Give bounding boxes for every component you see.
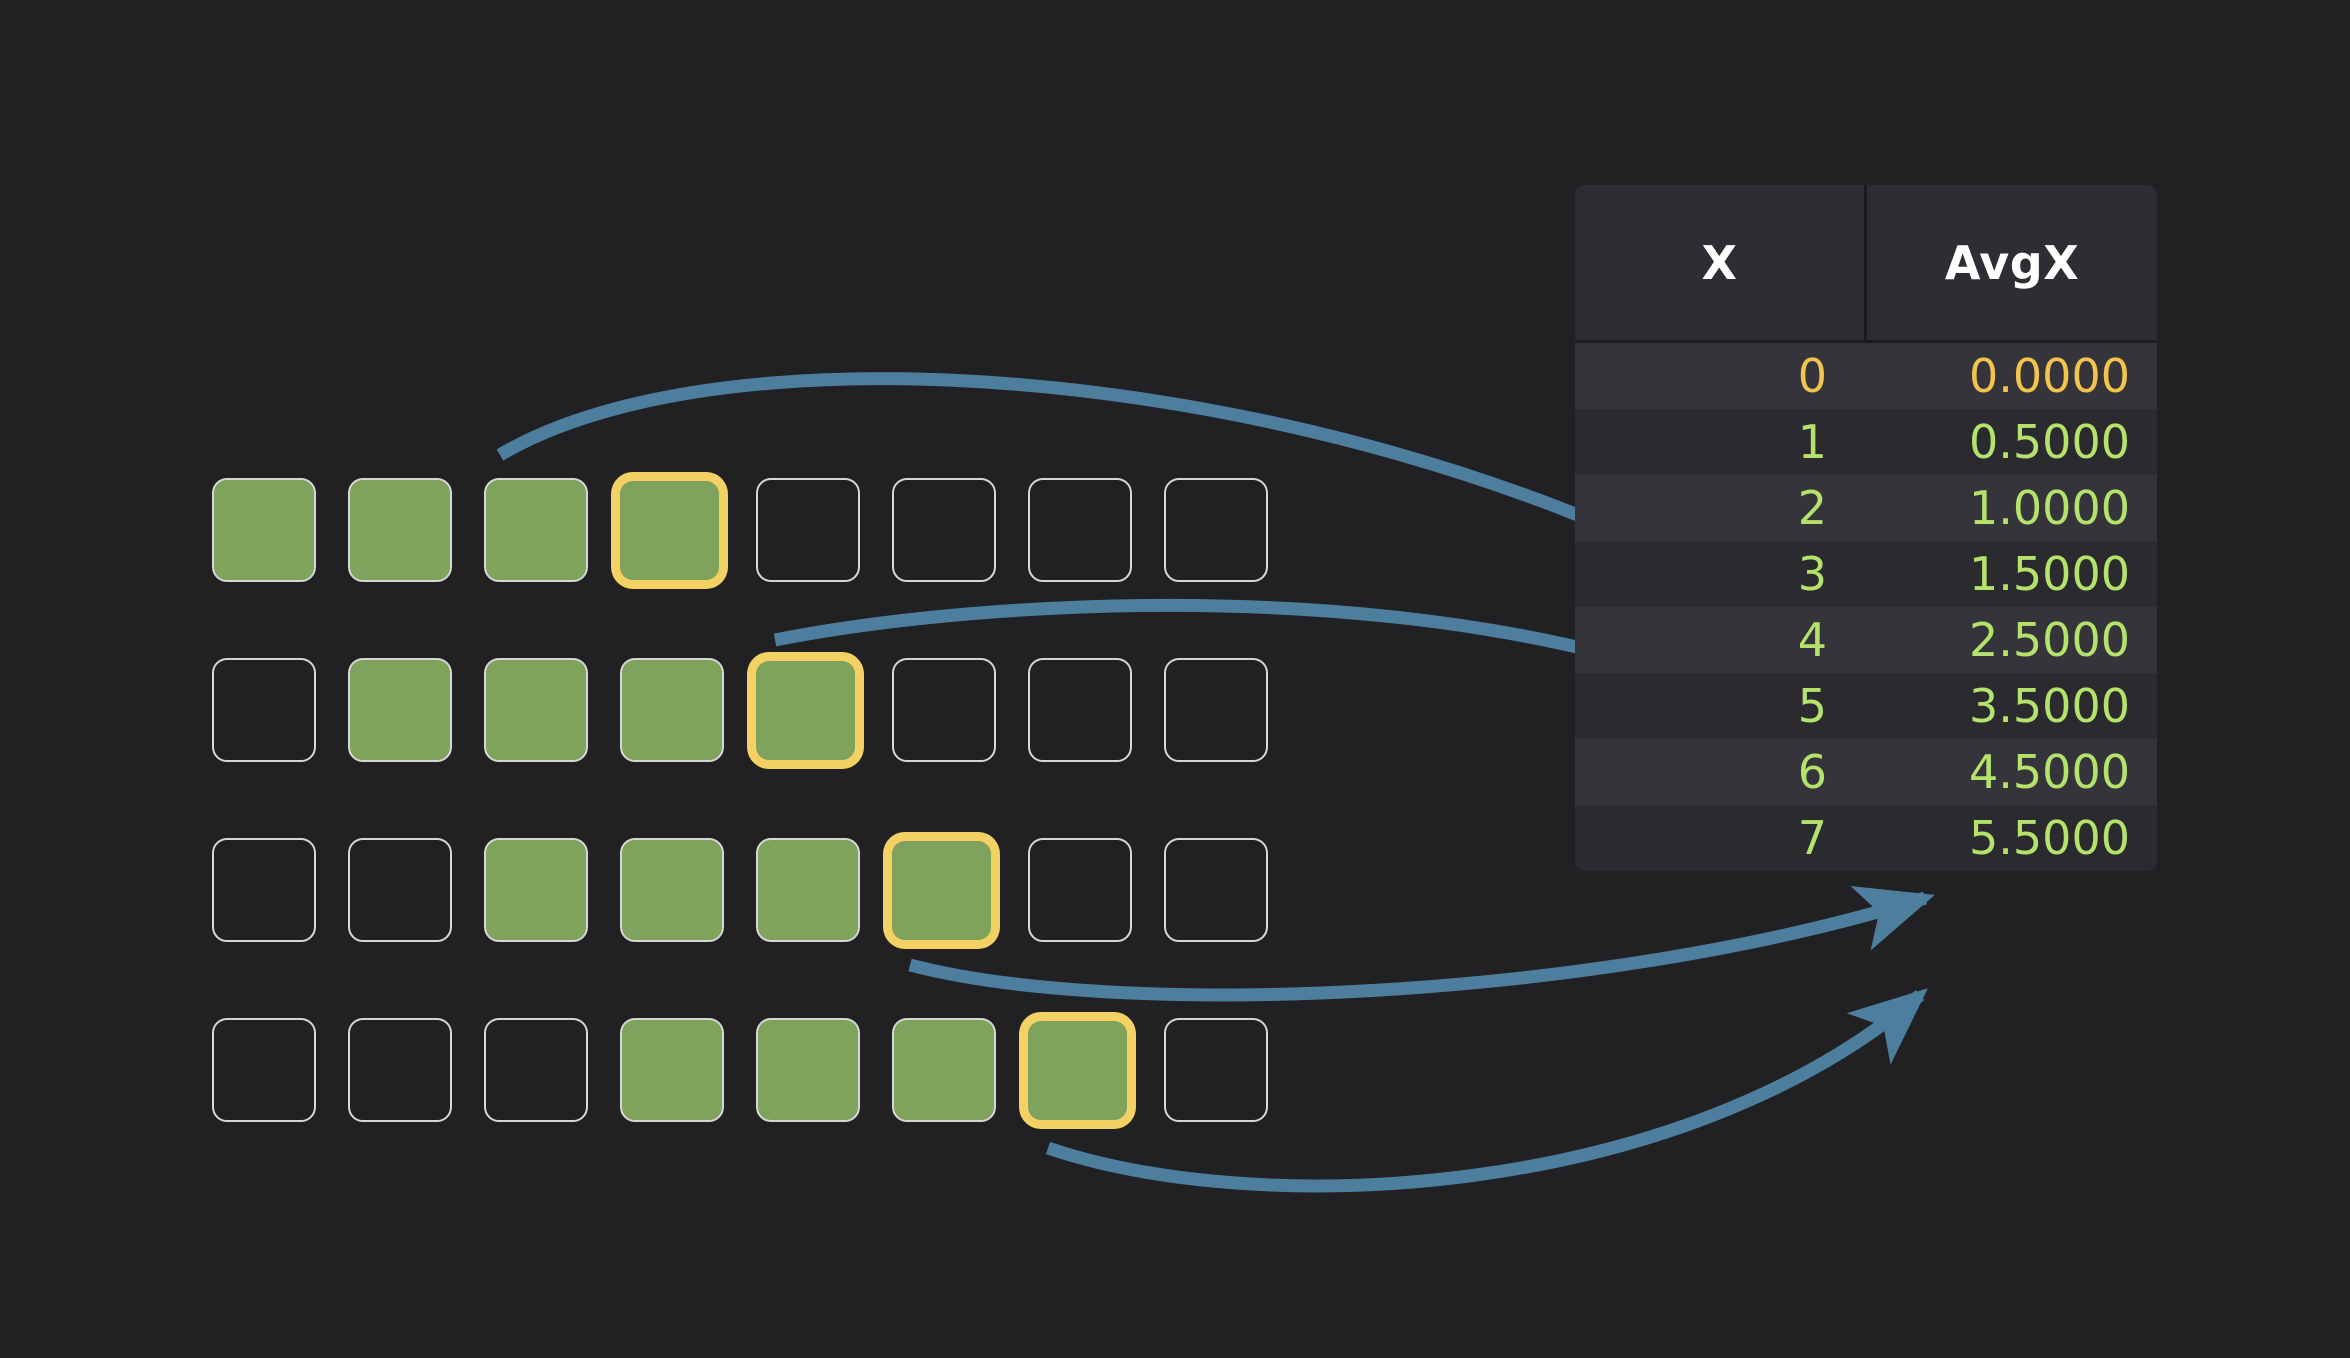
table-body: 0 0.0000 1 0.5000 2 1.0000 3 1.5000 4 2.5000 5 3.50… [1575,343,2157,871]
cell-avgx: 0.5000 [1969,415,2130,469]
window-cell-empty[interactable] [892,478,996,582]
window-cell-filled[interactable] [484,838,588,942]
window-cell-highlighted[interactable] [892,841,991,940]
window-row [212,658,1282,766]
cell-avgx: 0.0000 [1969,349,2130,403]
window-cell-filled[interactable] [348,478,452,582]
cell-avgx: 1.5000 [1969,547,2130,601]
cell-avgx: 3.5000 [1969,679,2130,733]
table-row[interactable]: 4 2.5000 [1575,607,2157,673]
window-cell-empty[interactable] [484,1018,588,1122]
window-cell-filled[interactable] [620,1018,724,1122]
window-cell-empty[interactable] [1164,1018,1268,1122]
table-row[interactable]: 0 0.0000 [1575,343,2157,409]
window-cell-highlighted[interactable] [620,481,719,580]
window-cell-highlighted[interactable] [756,661,855,760]
window-cell-filled[interactable] [756,1018,860,1122]
window-cell-filled[interactable] [212,478,316,582]
cell-x: 1 [1797,415,1827,469]
column-header-avgx[interactable]: AvgX [1944,235,2080,290]
cell-x: 5 [1797,679,1827,733]
cell-x: 7 [1797,811,1827,865]
cell-x: 4 [1797,613,1827,667]
sliding-window-grid [212,478,1282,1178]
window-cell-filled[interactable] [620,658,724,762]
window-cell-filled[interactable] [348,658,452,762]
window-cell-empty[interactable] [1028,658,1132,762]
window-cell-empty[interactable] [212,838,316,942]
window-cell-filled[interactable] [484,658,588,762]
column-header-x[interactable]: X [1575,185,1867,340]
window-cell-empty[interactable] [892,658,996,762]
window-row [212,478,1282,586]
cell-x: 6 [1797,745,1827,799]
window-cell-empty[interactable] [348,1018,452,1122]
window-cell-empty[interactable] [348,838,452,942]
table-row[interactable]: 5 3.5000 [1575,673,2157,739]
table-row[interactable]: 2 1.0000 [1575,475,2157,541]
window-cell-empty[interactable] [1028,838,1132,942]
window-cell-empty[interactable] [756,478,860,582]
table-header-row: X AvgX [1575,185,2157,343]
window-cell-empty[interactable] [1028,478,1132,582]
window-cell-filled[interactable] [620,838,724,942]
window-cell-empty[interactable] [212,1018,316,1122]
window-row [212,1018,1282,1126]
window-row [212,838,1282,946]
cell-avgx: 5.5000 [1969,811,2130,865]
cell-avgx: 1.0000 [1969,481,2130,535]
cell-avgx: 4.5000 [1969,745,2130,799]
table-row[interactable]: 1 0.5000 [1575,409,2157,475]
window-cell-empty[interactable] [1164,658,1268,762]
window-cell-empty[interactable] [1164,838,1268,942]
table-row[interactable]: 7 5.5000 [1575,805,2157,871]
window-cell-empty[interactable] [212,658,316,762]
cell-avgx: 2.5000 [1969,613,2130,667]
window-cell-filled[interactable] [892,1018,996,1122]
cell-x: 0 [1797,349,1827,403]
cell-x: 2 [1797,481,1827,535]
result-table: X AvgX 0 0.0000 1 0.5000 2 1.0000 3 1.5000 4 2.50… [1575,185,2157,871]
window-cell-highlighted[interactable] [1028,1021,1127,1120]
table-row[interactable]: 6 4.5000 [1575,739,2157,805]
window-cell-empty[interactable] [1164,478,1268,582]
window-cell-filled[interactable] [484,478,588,582]
window-cell-filled[interactable] [756,838,860,942]
cell-x: 3 [1797,547,1827,601]
table-row[interactable]: 3 1.5000 [1575,541,2157,607]
